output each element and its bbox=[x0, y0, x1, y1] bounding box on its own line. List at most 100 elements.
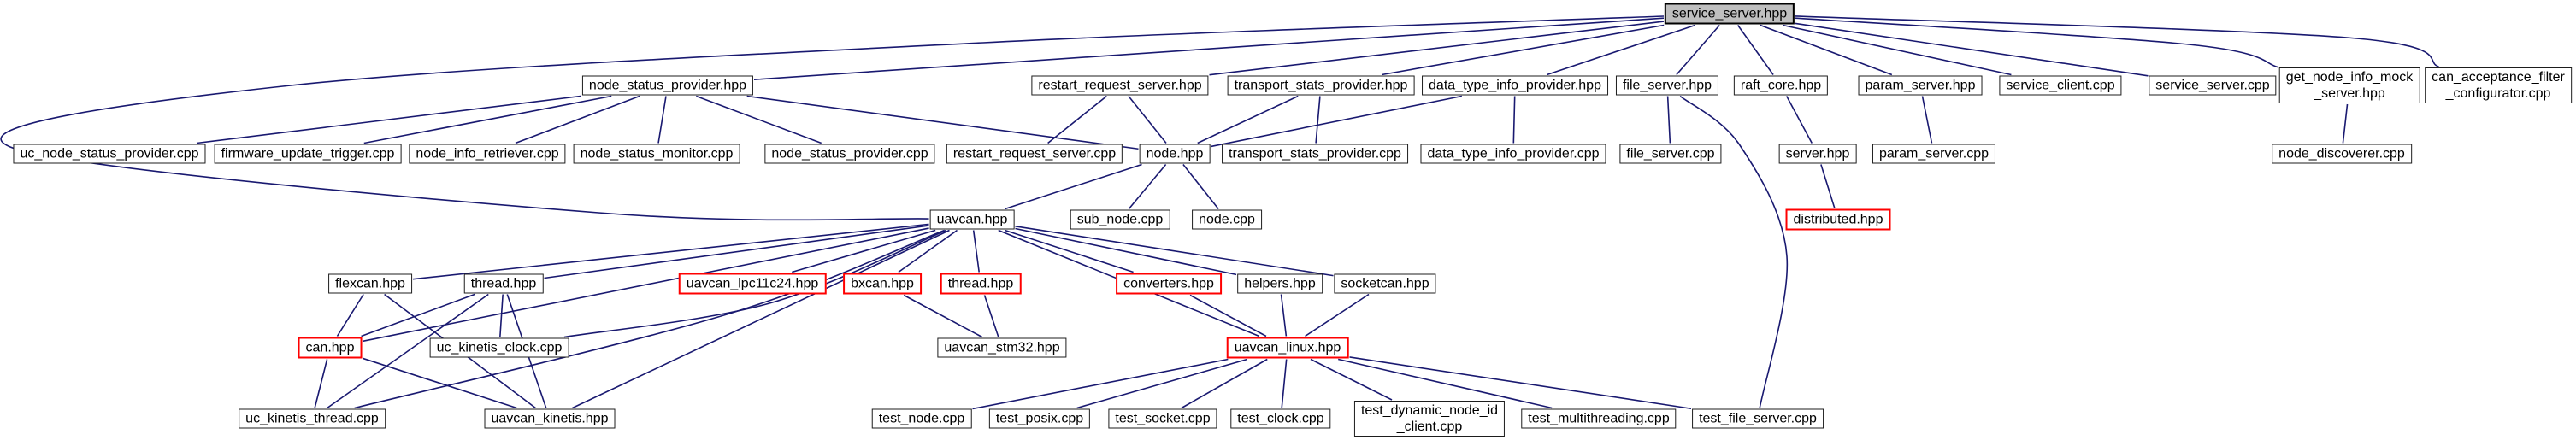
edge-rrs_h-to-svr bbox=[1209, 21, 1665, 76]
graph-node-tdnic_c[interactable]: test_dynamic_node_id_client.cpp bbox=[1353, 401, 1506, 437]
graph-node-dtip_c[interactable]: data_type_info_provider.cpp bbox=[1420, 144, 1606, 164]
graph-node-gnim_h[interactable]: get_node_info_mock_server.hpp bbox=[2278, 67, 2420, 103]
node-label: flexcan.hpp bbox=[335, 276, 405, 291]
graph-node-nsm_c[interactable]: node_status_monitor.cpp bbox=[573, 144, 740, 164]
edge-gnim_h-to-svr bbox=[1795, 17, 2278, 68]
graph-node-tposix_c[interactable]: test_posix.cpp bbox=[988, 408, 1091, 429]
node-label: data_type_info_provider.cpp bbox=[1427, 146, 1600, 161]
graph-node-sock_h[interactable]: socketcan.hpp bbox=[1334, 273, 1436, 294]
edge-nsm_c-to-nsp_h bbox=[657, 96, 667, 144]
graph-node-tmt_c[interactable]: test_multithreading.cpp bbox=[1521, 408, 1677, 429]
node-label: uc_node_status_provider.cpp bbox=[20, 146, 199, 161]
graph-node-ukc_c[interactable]: uc_kinetis_clock.cpp bbox=[429, 337, 569, 358]
node-label: get_node_info_mock bbox=[2285, 70, 2414, 85]
node-label: test_node.cpp bbox=[878, 411, 965, 426]
node-label: firmware_update_trigger.cpp bbox=[221, 146, 395, 161]
graph-node-ps_c[interactable]: param_server.cpp bbox=[1872, 144, 1996, 164]
edge-helpers_h-to-uavcan_h bbox=[1015, 227, 1237, 276]
node-label: param_server.hpp bbox=[1865, 78, 1976, 93]
graph-node-tclock_c[interactable]: test_clock.cpp bbox=[1230, 408, 1331, 429]
edge-dtip_c-to-dtip_h bbox=[1512, 96, 1516, 144]
graph-node-sc_c[interactable]: service_client.cpp bbox=[1999, 75, 2122, 96]
graph-node-bxcan_h[interactable]: bxcan.hpp bbox=[843, 273, 922, 295]
edge-tsocket_c-to-linux_h bbox=[1181, 358, 1268, 409]
graph-node-node_h[interactable]: node.hpp bbox=[1139, 144, 1211, 164]
graph-node-tsocket_c[interactable]: test_socket.cpp bbox=[1108, 408, 1217, 429]
graph-node-thread_hk[interactable]: thread.hpp bbox=[463, 273, 544, 294]
graph-node-flexcan_h[interactable]: flexcan.hpp bbox=[328, 273, 412, 294]
graph-node-dtip_h[interactable]: data_type_info_provider.hpp bbox=[1422, 75, 1608, 96]
edge-node_c-to-node_h bbox=[1182, 164, 1219, 209]
graph-node-server_h[interactable]: server.hpp bbox=[1778, 144, 1857, 164]
graph-node-nsp_h[interactable]: node_status_provider.hpp bbox=[581, 75, 754, 96]
graph-node-nsp_c[interactable]: node_status_provider.cpp bbox=[764, 144, 935, 164]
node-label: uavcan_lpc11c24.hpp bbox=[686, 276, 819, 291]
graph-node-stm32_h[interactable]: uavcan_stm32.hpp bbox=[937, 337, 1067, 358]
graph-node-ps_h[interactable]: param_server.hpp bbox=[1858, 75, 1983, 96]
graph-node-tsp_c[interactable]: transport_stats_provider.cpp bbox=[1222, 144, 1408, 164]
node-label: raft_core.hpp bbox=[1740, 78, 1822, 93]
graph-node-rrs_h[interactable]: restart_request_server.hpp bbox=[1031, 75, 1209, 96]
edge-nd_c-to-gnim_h bbox=[2342, 103, 2349, 144]
graph-node-ucnsp_c[interactable]: uc_node_status_provider.cpp bbox=[13, 144, 206, 164]
graph-node-fs_h[interactable]: file_server.hpp bbox=[1615, 75, 1719, 96]
edge-node_h-to-rrs_h bbox=[1128, 96, 1167, 144]
graph-node-tfs_c[interactable]: test_file_server.cpp bbox=[1692, 408, 1824, 429]
node-label: file_server.cpp bbox=[1626, 146, 1715, 161]
graph-node-node_c[interactable]: node.cpp bbox=[1192, 209, 1262, 230]
graph-node-rc_h[interactable]: raft_core.hpp bbox=[1733, 75, 1829, 96]
edge-conv_h-to-uavcan_h bbox=[1005, 229, 1134, 273]
node-label: thread.hpp bbox=[947, 276, 1014, 291]
graph-node-rrs_c[interactable]: restart_request_server.cpp bbox=[946, 144, 1123, 164]
graph-node-helpers_h[interactable]: helpers.hpp bbox=[1237, 273, 1323, 294]
node-label: param_server.cpp bbox=[1878, 146, 1989, 161]
graph-node-ss_c[interactable]: service_server.cpp bbox=[2149, 75, 2277, 96]
edge-fs_c-to-fs_h bbox=[1666, 96, 1671, 144]
node-label: test_file_server.cpp bbox=[1699, 411, 1817, 426]
node-label: test_clock.cpp bbox=[1237, 411, 1324, 426]
graph-node-tsp_h[interactable]: transport_stats_provider.hpp bbox=[1227, 75, 1415, 96]
node-label: restart_request_server.hpp bbox=[1038, 78, 1202, 93]
node-label: node_discoverer.cpp bbox=[2278, 146, 2405, 161]
graph-node-fut_c[interactable]: firmware_update_trigger.cpp bbox=[214, 144, 402, 164]
edge-linux_h-to-sock_h bbox=[1305, 293, 1370, 337]
graph-node-cafc_c[interactable]: can_acceptance_filter_configurator.cpp bbox=[2425, 67, 2572, 103]
graph-node-uavcan_h[interactable]: uavcan.hpp bbox=[929, 209, 1015, 230]
edge-fut_c-to-nsp_h bbox=[363, 95, 612, 144]
node-label: thread.hpp bbox=[470, 276, 537, 291]
edge-ukt_c-to-thread_hk bbox=[327, 293, 489, 409]
graph-node-can_h[interactable]: can.hpp bbox=[298, 337, 363, 359]
graph-node-linux_h[interactable]: uavcan_linux.hpp bbox=[1226, 337, 1349, 359]
node-label: _configurator.cpp bbox=[2445, 86, 2551, 101]
edge-tmt_c-to-linux_h bbox=[1338, 358, 1553, 409]
edge-ss_c-to-svr bbox=[1795, 22, 2149, 77]
edge-ucnsp_c-to-nsp_h bbox=[196, 95, 582, 144]
node-label: server.hpp bbox=[1785, 146, 1850, 161]
edge-tclock_c-to-linux_h bbox=[1281, 359, 1288, 408]
node-label: uavcan.hpp bbox=[936, 212, 1008, 227]
graph-node-ukt_c[interactable]: uc_kinetis_thread.cpp bbox=[239, 408, 386, 429]
graph-node-conv_h[interactable]: converters.hpp bbox=[1116, 273, 1222, 295]
graph-node-fs_c[interactable]: file_server.cpp bbox=[1619, 144, 1722, 164]
edge-fs_h-to-svr bbox=[1676, 24, 1720, 76]
node-label: uc_kinetis_thread.cpp bbox=[245, 411, 379, 426]
node-label: data_type_info_provider.hpp bbox=[1429, 78, 1601, 93]
edge-dist_h-to-server_h bbox=[1820, 164, 1836, 208]
graph-node-nir_c[interactable]: node_info_retriever.cpp bbox=[409, 144, 566, 164]
graph-node-nd_c[interactable]: node_discoverer.cpp bbox=[2272, 144, 2412, 164]
graph-node-kinetis_h[interactable]: uavcan_kinetis.hpp bbox=[484, 408, 616, 429]
edge-node_h-to-nsp_h bbox=[746, 95, 1139, 150]
edge-tnode_c-to-linux_h bbox=[972, 358, 1229, 410]
edge-server_h-to-rc_h bbox=[1786, 96, 1813, 144]
graph-node-thread_hs[interactable]: thread.hpp bbox=[940, 273, 1022, 295]
graph-node-subnode_c[interactable]: sub_node.cpp bbox=[1070, 209, 1170, 230]
graph-node-svr: service_server.hpp bbox=[1664, 3, 1795, 25]
edge-ps_c-to-ps_h bbox=[1921, 96, 1933, 144]
node-label: socketcan.hpp bbox=[1341, 276, 1429, 291]
edge-rc_h-to-svr bbox=[1736, 25, 1774, 75]
graph-node-dist_h[interactable]: distributed.hpp bbox=[1785, 208, 1891, 231]
graph-node-tnode_c[interactable]: test_node.cpp bbox=[871, 408, 972, 429]
edge-thread_hs-to-uavcan_h bbox=[972, 230, 980, 273]
graph-node-lpc_h[interactable]: uavcan_lpc11c24.hpp bbox=[678, 273, 827, 295]
